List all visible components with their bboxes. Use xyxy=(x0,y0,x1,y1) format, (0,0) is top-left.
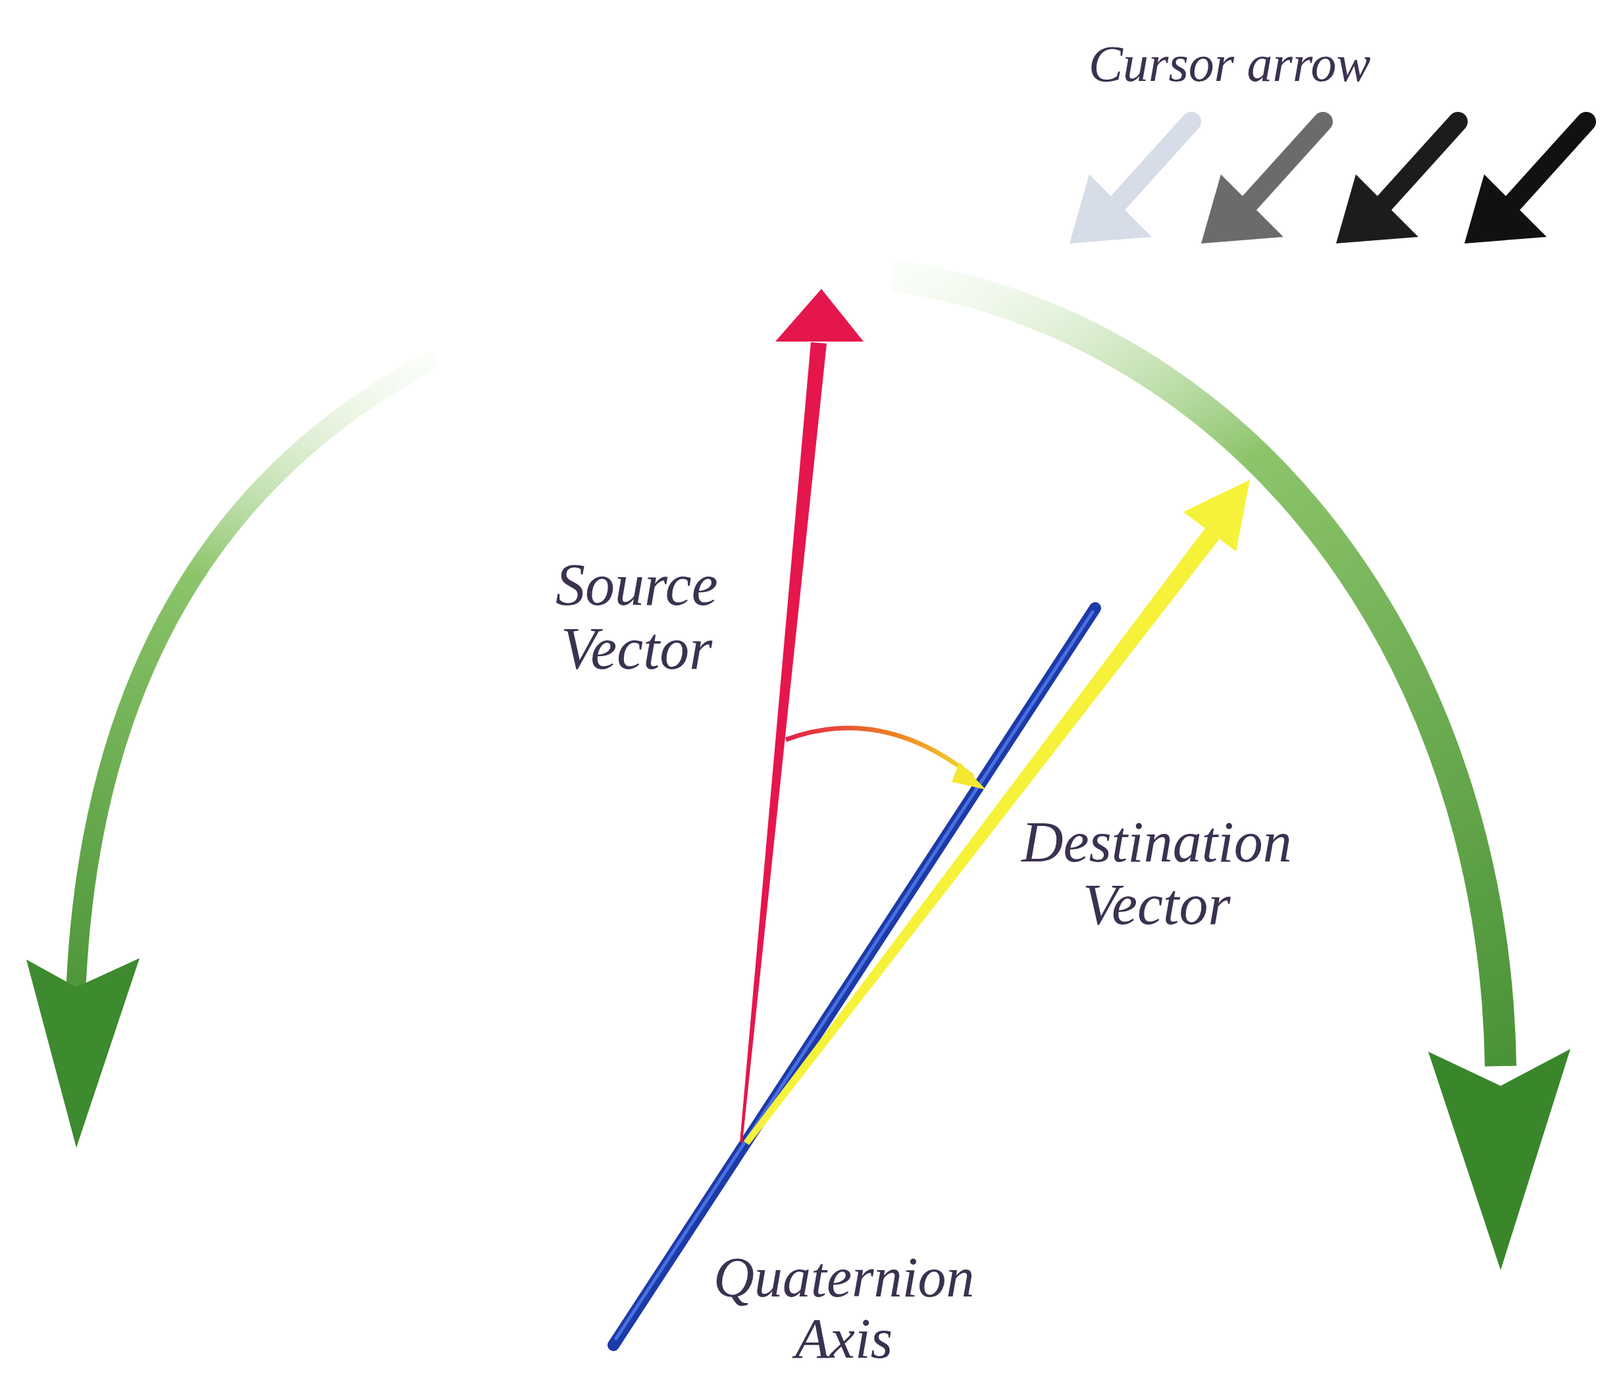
source-arrowhead xyxy=(775,288,864,342)
angle-arc xyxy=(785,727,973,777)
text-label: Destination Vector xyxy=(1018,810,1295,936)
rotation-arc xyxy=(76,361,429,981)
rotation-arc xyxy=(892,275,1501,1067)
cursor-arrow-icon xyxy=(1069,121,1192,244)
cursor-arrow-icon xyxy=(1336,121,1458,244)
source-vector xyxy=(739,342,827,1143)
arc-arrowhead xyxy=(1428,1049,1571,1271)
axis-highlight xyxy=(616,612,1093,1339)
text-label: Quaternion Axis xyxy=(710,1247,978,1370)
destination-arrowhead xyxy=(1183,479,1250,552)
angle-arrowhead xyxy=(951,762,986,790)
text-label: Cursor arrow xyxy=(1085,36,1373,92)
cursor-arrow-icon xyxy=(1201,121,1323,244)
cursor-arrow-icon xyxy=(1464,121,1587,244)
text-label: Source Vector xyxy=(552,552,721,681)
quaternion-axis xyxy=(613,608,1096,1346)
arc-arrowhead xyxy=(26,958,140,1148)
